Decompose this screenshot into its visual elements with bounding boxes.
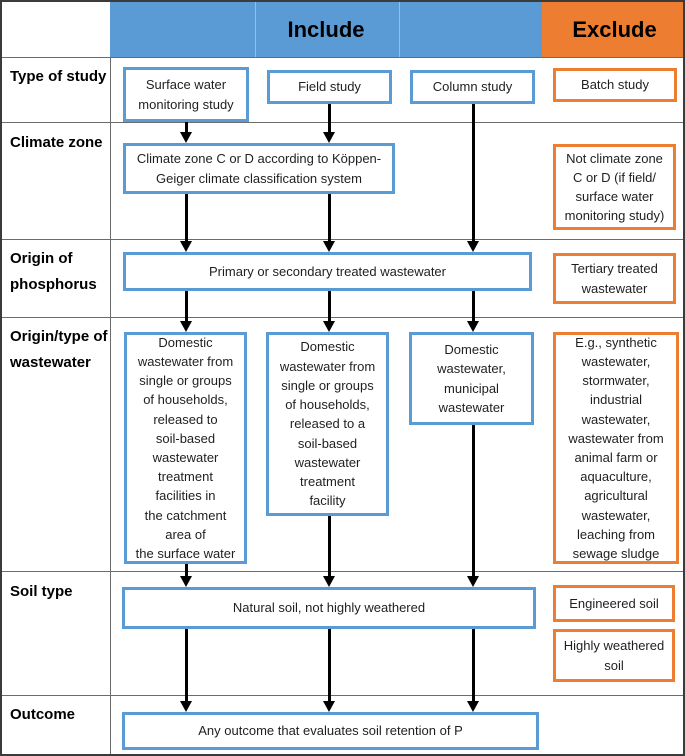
- flow-arrow-line: [184, 122, 188, 134]
- include-box-climate-zone-c-or-d: Climate zone C or D according to Köppen-…: [123, 143, 395, 194]
- include-box-column-study: Column study: [410, 70, 535, 104]
- flow-arrowhead-icon: [467, 576, 479, 587]
- include-box-domestic-wastewater-catchment: Domestic wastewater from single or group…: [124, 332, 247, 564]
- flow-arrowhead-icon: [180, 241, 192, 252]
- flow-arrowhead-icon: [323, 576, 335, 587]
- row-divider: [2, 122, 683, 123]
- row-label-origin-type-of-wastewater: Origin/type of wastewater: [10, 328, 108, 371]
- flow-arrowhead-icon: [180, 576, 192, 587]
- flow-arrow-line: [184, 629, 188, 703]
- include-box-domestic-municipal-wastewater: Domestic wastewater, municipal wastewate…: [409, 332, 534, 425]
- include-box-outcome-soil-retention-of-p: Any outcome that evaluates soil retentio…: [122, 712, 539, 750]
- flow-arrow-line: [327, 104, 331, 134]
- exclude-header: Exclude: [542, 2, 683, 57]
- flow-arrowhead-icon: [323, 132, 335, 143]
- header-column-separator: [255, 2, 256, 57]
- flow-arrow-line: [471, 629, 475, 703]
- include-header-label: Include: [287, 16, 365, 42]
- row-label-type-of-study: Type of study: [10, 68, 107, 85]
- flow-arrowhead-icon: [323, 701, 335, 712]
- flow-arrowhead-icon: [323, 241, 335, 252]
- row-divider: [2, 571, 683, 572]
- label-column-divider: [110, 2, 111, 754]
- row-divider: [2, 695, 683, 696]
- flow-arrow-line: [327, 629, 331, 703]
- include-box-surface-water-monitoring-study: Surface water monitoring study: [123, 67, 249, 122]
- flow-arrowhead-icon: [180, 701, 192, 712]
- flow-arrow-line: [184, 194, 188, 243]
- flow-arrowhead-icon: [467, 321, 479, 332]
- flow-arrow-line: [184, 291, 188, 323]
- header-column-separator: [399, 2, 400, 57]
- flow-arrow-line: [327, 516, 331, 578]
- include-box-domestic-wastewater-facility: Domestic wastewater from single or group…: [266, 332, 389, 516]
- exclude-box-not-climate-zone-c-or-d: Not climate zone C or D (if field/ surfa…: [553, 144, 676, 230]
- exclude-box-tertiary-treated-wastewater: Tertiary treated wastewater: [553, 253, 676, 304]
- row-label-soil-type: Soil type: [10, 583, 73, 600]
- flow-arrowhead-icon: [467, 701, 479, 712]
- exclude-box-highly-weathered-soil: Highly weathered soil: [553, 629, 675, 682]
- include-box-field-study: Field study: [267, 70, 392, 104]
- flow-arrow-line: [471, 425, 475, 578]
- include-header: Include: [110, 2, 542, 57]
- row-divider: [2, 239, 683, 240]
- flow-arrow-line: [471, 291, 475, 323]
- include-box-primary-secondary-treated-wastewater: Primary or secondary treated wastewater: [123, 252, 532, 291]
- flow-arrow-line: [184, 564, 188, 578]
- flow-arrowhead-icon: [323, 321, 335, 332]
- flow-arrowhead-icon: [180, 321, 192, 332]
- row-divider: [2, 57, 683, 58]
- row-label-climate-zone: Climate zone: [10, 134, 103, 151]
- include-box-natural-soil: Natural soil, not highly weathered: [122, 587, 536, 629]
- row-label-origin-of-phosphorus: Origin of phosphorus: [10, 250, 97, 293]
- exclude-box-other-wastewater-types: E.g., synthetic wastewater, stormwater, …: [553, 332, 679, 564]
- flow-arrow-line: [327, 291, 331, 323]
- row-divider: [2, 317, 683, 318]
- flow-arrowhead-icon: [467, 241, 479, 252]
- exclude-box-engineered-soil: Engineered soil: [553, 585, 675, 622]
- flow-arrowhead-icon: [180, 132, 192, 143]
- exclude-header-label: Exclude: [572, 16, 657, 42]
- row-label-outcome: Outcome: [10, 706, 76, 723]
- exclude-box-batch-study: Batch study: [553, 68, 677, 102]
- flow-arrow-line: [327, 194, 331, 243]
- flow-arrow-line: [471, 104, 475, 243]
